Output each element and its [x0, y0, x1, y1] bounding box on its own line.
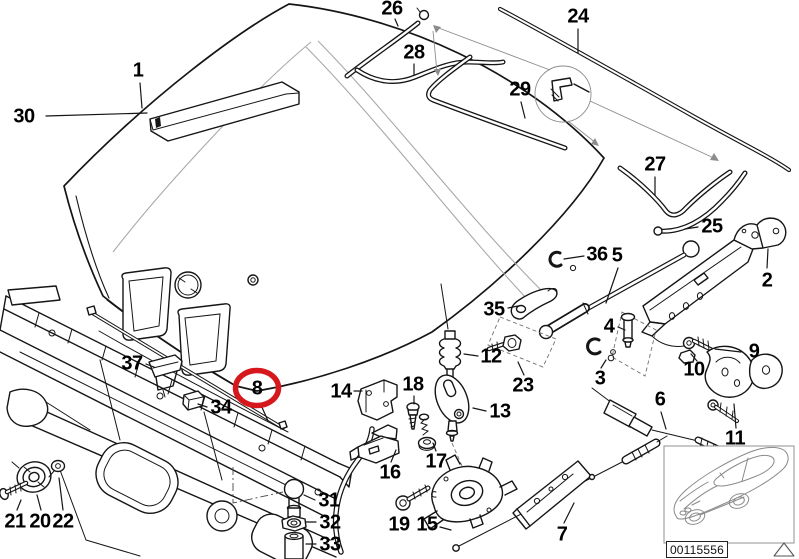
- part-label-28[interactable]: 28: [403, 41, 425, 64]
- part-label-15[interactable]: 15: [416, 513, 438, 536]
- part-label-7[interactable]: 7: [556, 523, 568, 546]
- part-label-35[interactable]: 35: [483, 298, 505, 321]
- part-label-4[interactable]: 4: [603, 315, 615, 338]
- part-label-11[interactable]: 11: [724, 427, 746, 450]
- part-label-5[interactable]: 5: [611, 244, 623, 267]
- part-label-3[interactable]: 3: [594, 367, 606, 390]
- part-label-13[interactable]: 13: [489, 400, 511, 423]
- part-label-33[interactable]: 33: [319, 533, 341, 556]
- part-19-bolt-drawing: [395, 484, 431, 511]
- part-25-seal-drawing: [653, 170, 748, 236]
- part-label-37[interactable]: 37: [121, 352, 143, 375]
- leader-arrows: [432, 25, 719, 161]
- dashed-region-23: [487, 316, 557, 368]
- part-2-hinge-drawing: [641, 217, 787, 347]
- part-31-32-33-drawing: [232, 467, 307, 559]
- highlight-circle[interactable]: [232, 367, 282, 409]
- part-label-8[interactable]: 8: [251, 377, 263, 400]
- part-5-strut-drawing: [538, 240, 700, 340]
- part-34-drawing: [182, 390, 205, 411]
- part-label-27[interactable]: 27: [644, 153, 666, 176]
- part-label-24[interactable]: 24: [567, 5, 589, 28]
- part-4-pin-drawing: [610, 312, 636, 355]
- part-label-32[interactable]: 32: [319, 511, 341, 534]
- part-label-10[interactable]: 10: [683, 358, 705, 381]
- part-label-19[interactable]: 19: [388, 513, 410, 536]
- part-30-strip-drawing: [149, 81, 300, 142]
- part-label-30[interactable]: 30: [13, 105, 35, 128]
- part-label-22[interactable]: 22: [52, 510, 74, 533]
- part-label-29[interactable]: 29: [509, 78, 531, 101]
- part-label-21[interactable]: 21: [4, 510, 26, 533]
- part-label-12[interactable]: 12: [480, 345, 502, 368]
- part-label-36[interactable]: 36: [586, 243, 608, 266]
- part-26-seal-drawing: [344, 7, 430, 79]
- part-label-6[interactable]: 6: [654, 388, 666, 411]
- part-label-18[interactable]: 18: [402, 373, 424, 396]
- part-label-9[interactable]: 9: [748, 340, 760, 363]
- part-label-34[interactable]: 34: [210, 396, 232, 419]
- part-8-rod-drawing: [86, 305, 289, 433]
- part-15-lock-drawing: [423, 454, 518, 530]
- car-thumbnail-icon: [673, 446, 789, 525]
- part-label-25[interactable]: 25: [701, 215, 723, 238]
- dashed-region-3-4: [611, 311, 657, 377]
- part-label-26[interactable]: 26: [381, 0, 403, 20]
- part-13-plate-drawing: [434, 374, 470, 467]
- part-10-nut-drawing: [678, 349, 696, 364]
- part-20-21-22-drawing: [0, 459, 66, 501]
- part-label-31[interactable]: 31: [318, 489, 340, 512]
- part-label-23[interactable]: 23: [512, 374, 534, 397]
- label-leader-lines: [16, 18, 769, 545]
- part-label-16[interactable]: 16: [379, 461, 401, 484]
- part-label-20[interactable]: 20: [29, 510, 51, 533]
- part-label-14[interactable]: 14: [330, 380, 352, 403]
- part-36-clip-drawing: [548, 250, 577, 272]
- part-9-screw-drawing: [682, 336, 715, 353]
- part-28-seal-drawing: [354, 59, 506, 84]
- part-29-seal-drawing: [426, 54, 568, 151]
- part-14-bracket-drawing: [357, 379, 398, 421]
- part-17-grommet-drawing: [417, 413, 437, 451]
- image-id-text: 00115556: [669, 542, 725, 557]
- car-thumbnail-box: [663, 445, 795, 544]
- part-label-2[interactable]: 2: [761, 269, 773, 292]
- part-1-hood-drawing: [63, 3, 605, 392]
- part-18-screw-drawing: [406, 402, 420, 430]
- image-id-box: 00115556: [666, 541, 728, 558]
- part-35-lever-drawing: [510, 287, 558, 320]
- triangle-icon: [773, 542, 795, 557]
- part-37-drawing: [148, 354, 183, 398]
- part-7-cable-drawing: [452, 435, 668, 552]
- part-label-1[interactable]: 1: [132, 59, 144, 82]
- part-24-seal-drawing: [497, 6, 792, 173]
- part-23-stud-drawing: [486, 334, 522, 352]
- part-3-clip-drawing: [586, 337, 615, 362]
- part-12-buffer-drawing: [438, 283, 462, 378]
- seal-cross-section-inset: [534, 65, 592, 123]
- part-11-bracket-drawing: [704, 345, 783, 423]
- part-27-seal-drawing: [617, 165, 733, 218]
- part-label-17[interactable]: 17: [425, 450, 447, 473]
- part-16-lever-drawing: [332, 424, 400, 555]
